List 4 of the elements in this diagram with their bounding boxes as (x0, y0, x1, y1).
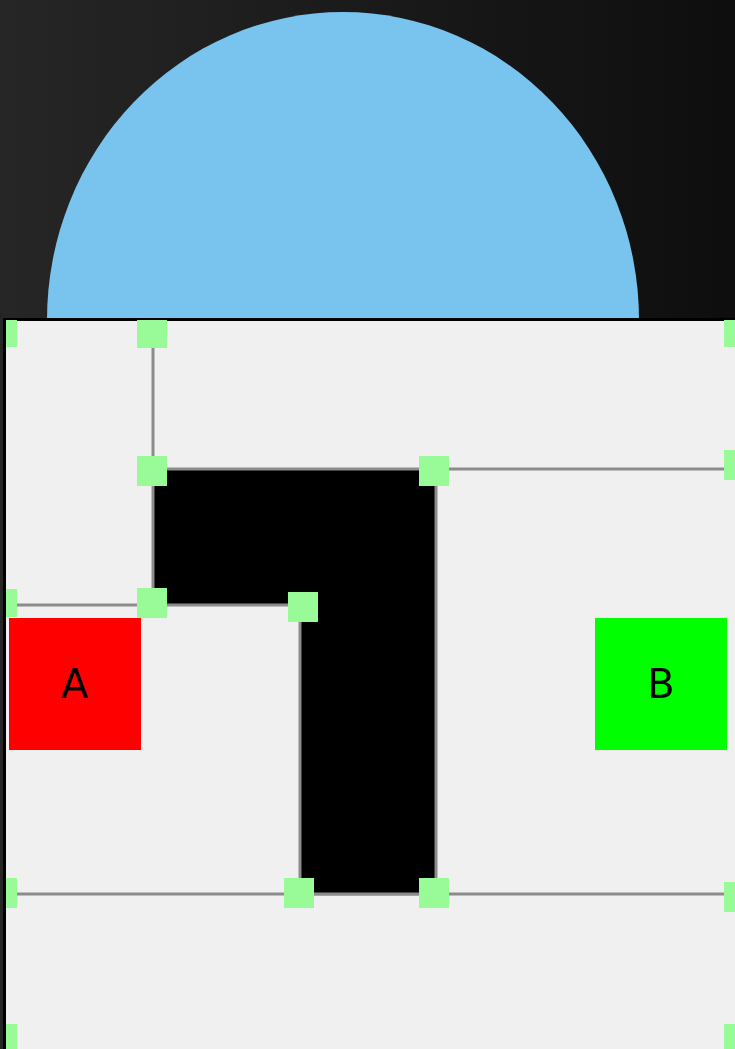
node-label: A (61, 661, 89, 707)
node-label: B (647, 661, 675, 707)
start-box (9, 618, 141, 750)
goal-box (595, 618, 727, 750)
